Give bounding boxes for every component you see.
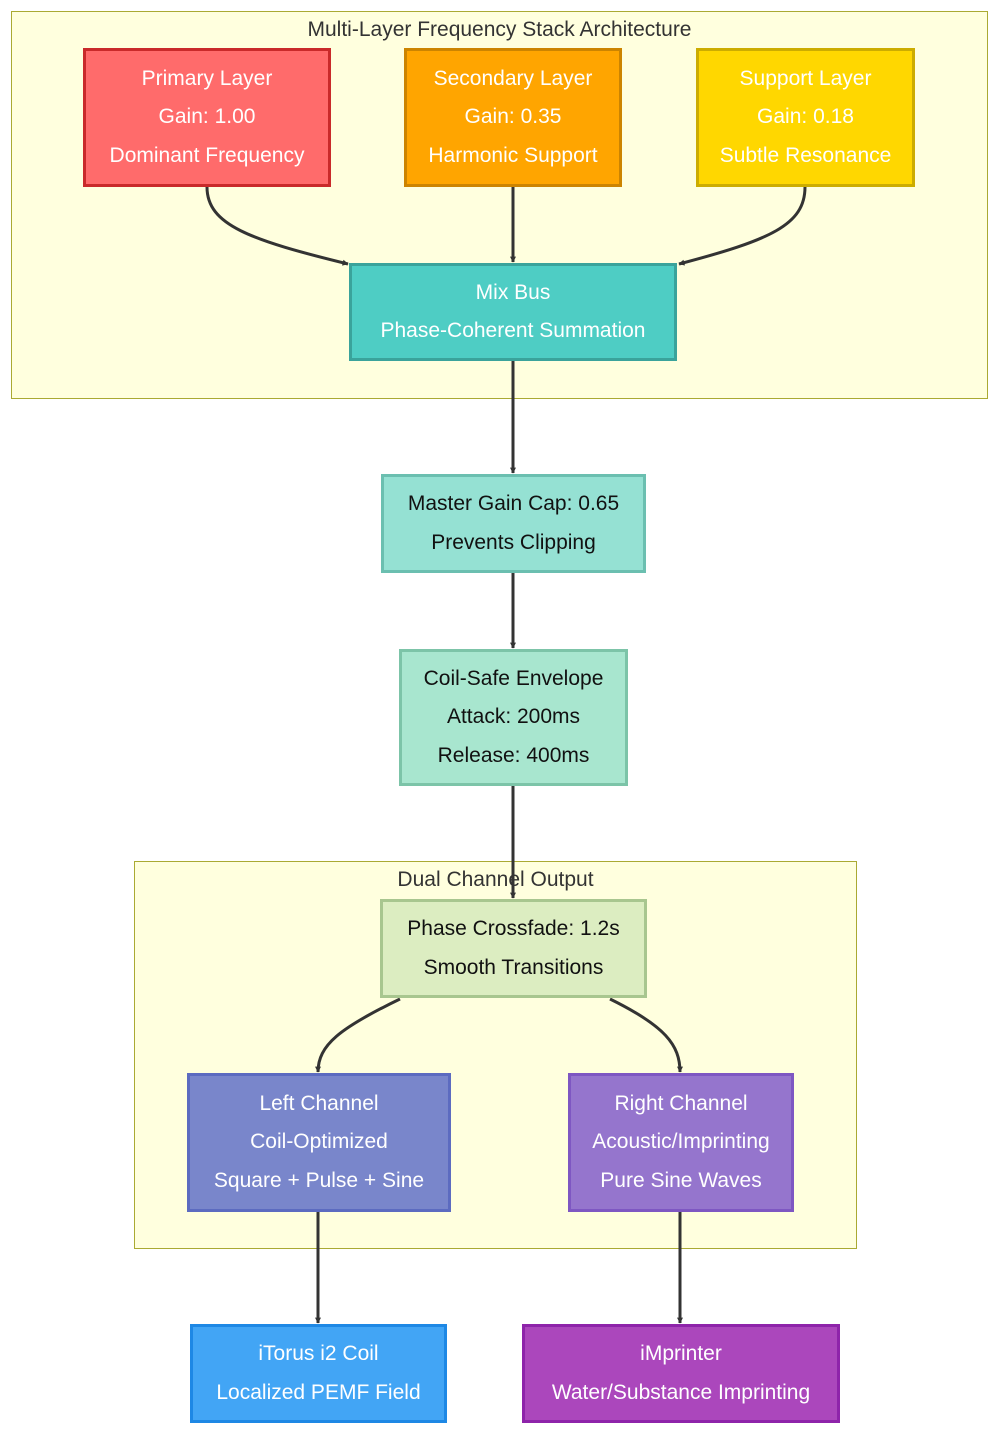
- phase-crossfade-node: Phase Crossfade: 1.2s Smooth Transitions: [380, 899, 647, 998]
- mix-bus-description: Phase-Coherent Summation: [380, 319, 646, 342]
- frequency-stack-cluster-title: Multi-Layer Frequency Stack Architecture: [307, 18, 692, 41]
- dual-channel-output-cluster-title: Dual Channel Output: [397, 868, 594, 891]
- itorus-coil-description: Localized PEMF Field: [216, 1380, 421, 1404]
- right-channel-mode: Acoustic/Imprinting: [592, 1130, 770, 1154]
- secondary-layer-gain: Gain: 0.35: [464, 105, 562, 129]
- edge-crossfade-to-right: [609, 997, 683, 1073]
- secondary-layer-description: Harmonic Support: [428, 143, 598, 167]
- coil-safe-envelope-release: Release: 400ms: [437, 743, 590, 767]
- mix-bus-title: Mix Bus: [475, 280, 551, 304]
- edge-support-to-mixbus: [678, 186, 807, 266]
- edge-primary-to-mixbus: [205, 186, 349, 266]
- support-layer-gain: Gain: 0.18: [757, 105, 854, 129]
- phase-crossfade-description: Smooth Transitions: [423, 955, 604, 979]
- master-gain-cap-title: Master Gain Cap: 0.65: [407, 492, 620, 515]
- secondary-layer-title: Secondary Layer: [433, 66, 593, 90]
- right-channel-title: Right Channel: [614, 1091, 748, 1115]
- right-channel-node: Right Channel Acoustic/Imprinting Pure S…: [568, 1073, 794, 1212]
- coil-safe-envelope-title: Coil-Safe Envelope: [423, 666, 604, 690]
- primary-layer-title: Primary Layer: [141, 66, 273, 90]
- left-channel-mode: Coil-Optimized: [250, 1130, 388, 1154]
- support-layer-title: Support Layer: [739, 66, 872, 90]
- phase-crossfade-title: Phase Crossfade: 1.2s: [407, 917, 620, 940]
- imprinter-description: Water/Substance Imprinting: [551, 1380, 811, 1404]
- right-channel-waveforms: Pure Sine Waves: [600, 1168, 762, 1192]
- primary-layer-gain: Gain: 1.00: [158, 105, 256, 129]
- left-channel-title: Left Channel: [259, 1091, 379, 1115]
- master-gain-cap-node: Master Gain Cap: 0.65 Prevents Clipping: [381, 474, 646, 573]
- itorus-coil-node: iTorus i2 Coil Localized PEMF Field: [190, 1324, 447, 1423]
- itorus-coil-title: iTorus i2 Coil: [258, 1342, 379, 1365]
- coil-safe-envelope-node: Coil-Safe Envelope Attack: 200ms Release…: [399, 649, 628, 786]
- imprinter-node: iMprinter Water/Substance Imprinting: [522, 1324, 840, 1423]
- edge-crossfade-to-left: [315, 997, 401, 1073]
- left-channel-waveforms: Square + Pulse + Sine: [213, 1168, 425, 1192]
- primary-layer-description: Dominant Frequency: [109, 143, 305, 167]
- primary-layer-node: Primary Layer Gain: 1.00 Dominant Freque…: [83, 48, 331, 187]
- imprinter-title: iMprinter: [640, 1342, 722, 1365]
- coil-safe-envelope-attack: Attack: 200ms: [446, 705, 581, 729]
- secondary-layer-node: Secondary Layer Gain: 0.35 Harmonic Supp…: [404, 48, 622, 187]
- support-layer-node: Support Layer Gain: 0.18 Subtle Resonanc…: [696, 48, 915, 187]
- mix-bus-node: Mix Bus Phase-Coherent Summation: [349, 263, 677, 361]
- support-layer-description: Subtle Resonance: [719, 143, 892, 167]
- master-gain-cap-description: Prevents Clipping: [431, 530, 596, 554]
- left-channel-node: Left Channel Coil-Optimized Square + Pul…: [187, 1073, 451, 1212]
